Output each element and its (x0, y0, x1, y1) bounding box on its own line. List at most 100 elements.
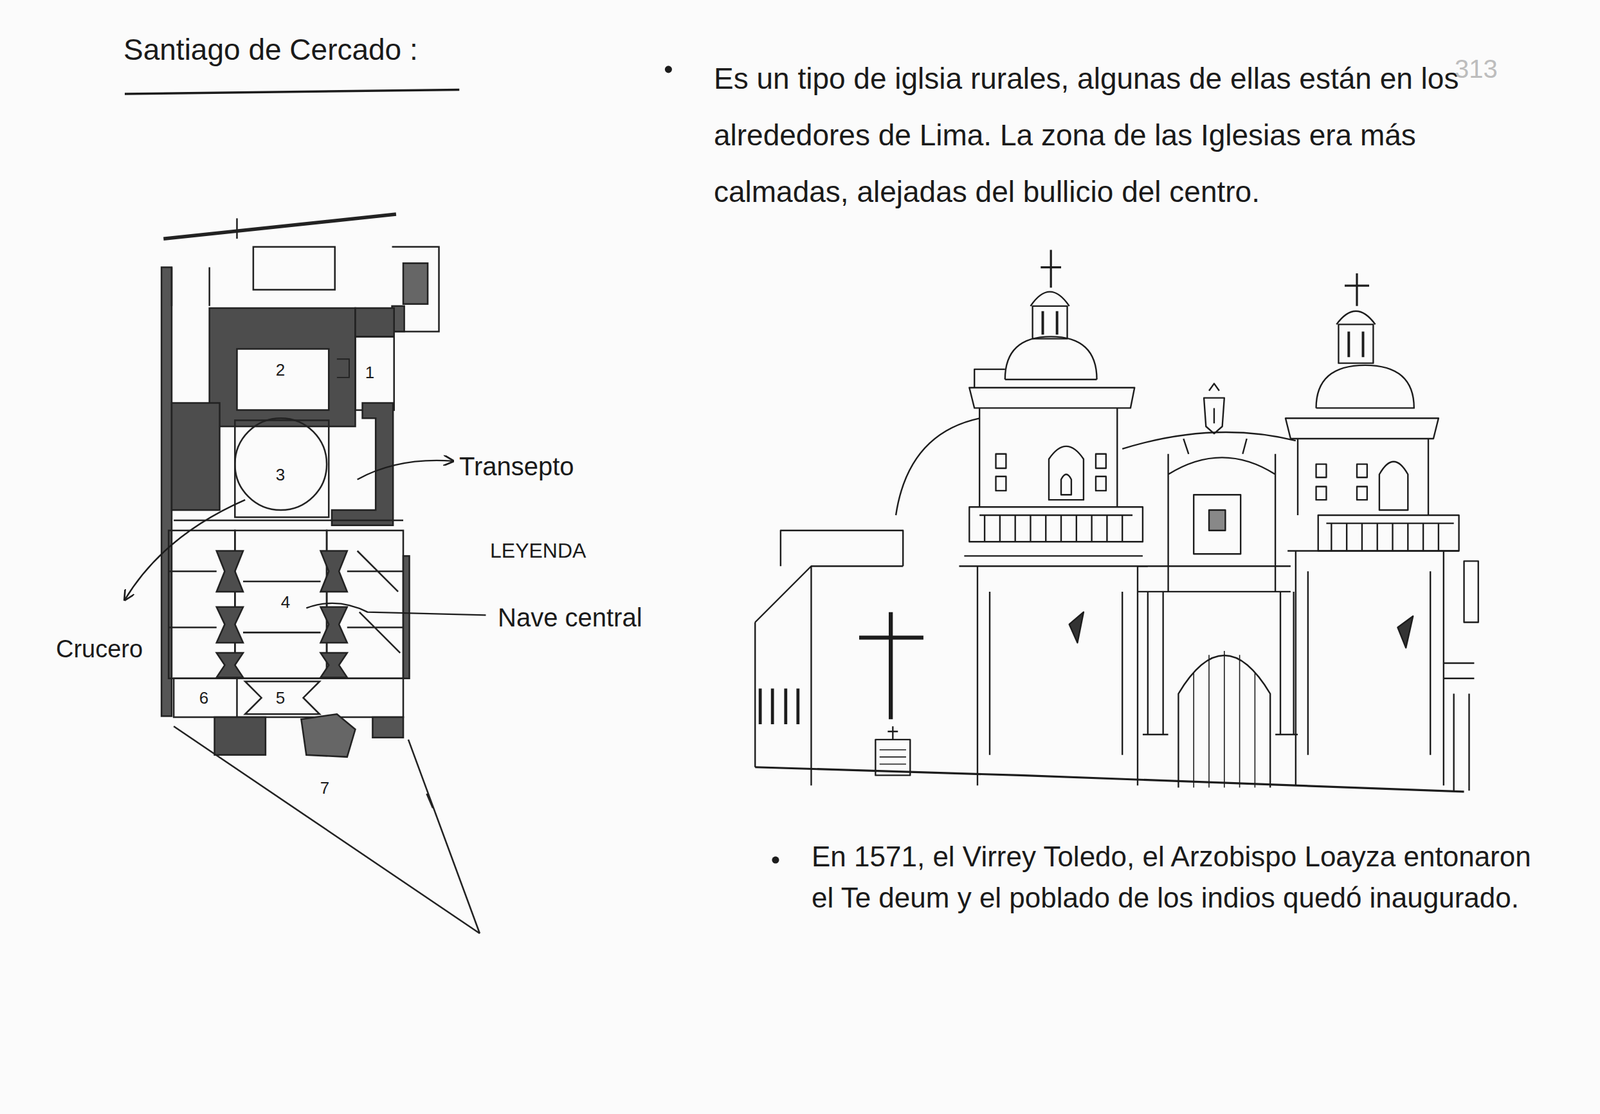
legend-heading: LEYENDA (490, 537, 586, 564)
sketch-stroke (1168, 454, 1276, 592)
sketch-stroke (1069, 612, 1084, 644)
sketch-stroke (1005, 336, 1098, 380)
sketch-stroke (754, 767, 1464, 792)
callout-number: 6 (199, 687, 209, 709)
sketch-stroke (1005, 378, 1098, 381)
sketch-stroke (1095, 476, 1107, 491)
sketch-stroke (1193, 494, 1241, 554)
sketch-stroke (392, 246, 440, 332)
sketch-stroke (245, 681, 320, 715)
leader-arrow (124, 499, 246, 600)
sketch-stroke (887, 726, 898, 740)
sketch-stroke (1183, 438, 1247, 455)
sketch-stroke (1379, 461, 1408, 510)
sketch-stroke (1297, 438, 1429, 516)
sketch-stroke (354, 308, 394, 337)
note-text: Es un tipo de iglsia rurales, algunas de… (713, 50, 1460, 220)
church-facade (754, 250, 1479, 792)
part-label: Crucero (55, 633, 143, 665)
sketch-stroke (1042, 311, 1057, 335)
sketch-stroke (209, 308, 356, 427)
sketch-stroke (1443, 663, 1475, 791)
sketch-stroke (234, 419, 329, 518)
sketch-stroke (320, 607, 348, 644)
sketch-stroke (403, 263, 428, 304)
sketch-stroke (1326, 523, 1454, 552)
sketch-stroke (372, 717, 404, 738)
sketch-stroke (1209, 509, 1226, 531)
sketch-stroke (403, 555, 410, 678)
sketch-stroke (1122, 432, 1296, 449)
callout-number: 4 (281, 591, 291, 613)
note-text: En 1571, el Virrey Toledo, el Arzobispo … (811, 836, 1539, 919)
sketch-stroke (173, 678, 404, 718)
sketch-stroke (320, 550, 348, 591)
sketch-stroke (958, 555, 1148, 566)
sketch-stroke (879, 749, 907, 764)
sketch-stroke (1147, 591, 1294, 735)
sketch-stroke (1336, 311, 1375, 325)
sketch-stroke (969, 387, 1135, 409)
sketch-stroke (1061, 474, 1072, 496)
sketch-stroke (1137, 565, 1291, 592)
sketch-stroke (780, 530, 903, 567)
sketch-stroke (253, 246, 336, 291)
sketch-stroke (216, 607, 244, 644)
sketch-stroke (1464, 560, 1479, 622)
sketch-stroke (236, 678, 238, 718)
sketch-stroke (1295, 550, 1444, 786)
title-underline (124, 90, 460, 94)
callout-number: 5 (275, 687, 285, 709)
sketch-stroke (760, 688, 799, 725)
sketch-stroke (1316, 464, 1327, 478)
sketch-stroke (236, 218, 238, 239)
sketch-stroke (1318, 515, 1460, 552)
sketch-stroke (234, 418, 327, 510)
sketch-stroke (1338, 324, 1373, 363)
sketch-stroke (1344, 273, 1370, 307)
sketch-stroke (1356, 464, 1368, 478)
callout-number: 3 (275, 464, 285, 486)
sketch-stroke (996, 476, 1007, 491)
sketch-stroke (996, 454, 1007, 469)
callout-number: 2 (275, 359, 285, 381)
sketch-stroke (173, 726, 480, 934)
part-label: Nave central (497, 601, 643, 634)
sketch-stroke (161, 267, 172, 717)
sketch-stroke (354, 336, 394, 410)
sketch-stroke (1095, 454, 1107, 469)
part-label: Transepto (459, 450, 575, 483)
sketch-stroke (1193, 650, 1255, 788)
sketch-stroke (168, 550, 404, 653)
sketch-stroke (336, 358, 350, 378)
sketch-stroke (216, 652, 244, 678)
sketch-stroke (1285, 418, 1439, 439)
leader-line (306, 603, 486, 615)
sketch-stroke (214, 717, 266, 755)
sketch-stroke (1030, 291, 1069, 307)
sketch-stroke (859, 612, 924, 720)
sketch-stroke (1316, 365, 1415, 409)
sketch-stroke (216, 550, 244, 591)
page-number: 313 (1454, 52, 1498, 85)
leader-arrow (357, 460, 454, 480)
sketch-stroke (1048, 446, 1084, 500)
sketch-stroke (1142, 733, 1298, 736)
sketch-stroke (331, 403, 393, 526)
sketch-stroke (171, 267, 210, 307)
sketch-stroke (1209, 383, 1220, 424)
sketch-stroke (977, 565, 1138, 786)
sketch-stroke (163, 214, 397, 239)
sketch-stroke (1316, 486, 1327, 501)
sketch-stroke (875, 739, 910, 776)
sketch-stroke (974, 369, 1006, 388)
sketch-stroke (754, 565, 903, 786)
sketch-stroke (1397, 616, 1413, 648)
sketch-stroke (1032, 306, 1068, 339)
sketch-stroke (300, 713, 355, 757)
floor-plan (161, 214, 480, 934)
sketch-stroke (171, 403, 220, 511)
sketch-stroke (1348, 331, 1363, 357)
callout-number: 1 (365, 362, 375, 384)
